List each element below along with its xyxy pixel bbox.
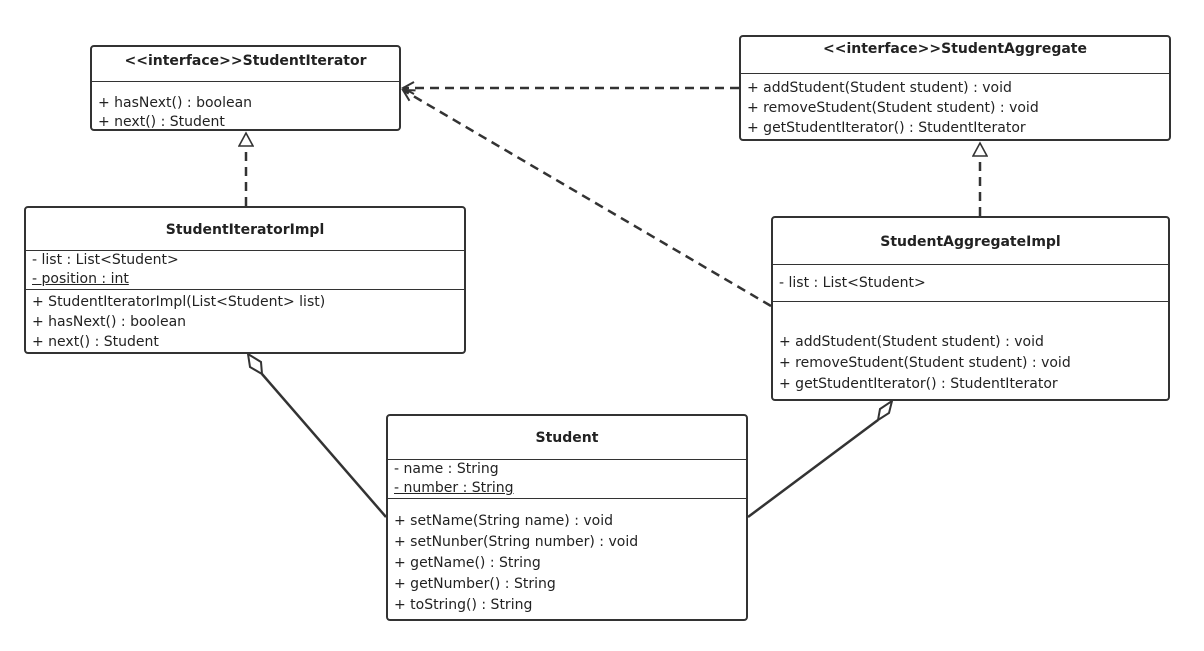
operation: + addStudent(Student student) : void (747, 80, 1012, 96)
operations-section: + addStudent(Student student) : void + r… (773, 301, 1168, 395)
class-name: StudentIteratorImpl (165, 222, 325, 238)
operation: + getStudentIterator() : StudentIterator (747, 120, 1026, 136)
class-name: StudentAggregateImpl (880, 234, 1061, 250)
class-student-aggregate[interactable]: <<interface>>StudentAggregate + addStude… (739, 35, 1171, 141)
operation: + removeStudent(Student student) : void (747, 100, 1039, 116)
class-name: <<interface>>StudentIterator (124, 53, 367, 69)
attributes-section: - list : List<Student> - position : int (26, 250, 464, 289)
operations-section: + setName(String name) : void + setNunbe… (388, 498, 746, 616)
class-name: <<interface>>StudentAggregate (823, 41, 1087, 57)
operation: + getNumber() : String (394, 576, 556, 592)
operation: + getStudentIterator() : StudentIterator (779, 376, 1058, 392)
operation: + setName(String name) : void (394, 513, 613, 529)
operation: + hasNext() : boolean (98, 95, 253, 111)
attribute: - list : List<Student> (779, 275, 926, 291)
attributes-section: - name : String - number : String (388, 459, 746, 498)
class-student-iterator-impl[interactable]: StudentIteratorImpl - list : List<Studen… (24, 206, 466, 354)
operations-section: + addStudent(Student student) : void + r… (741, 73, 1169, 138)
operations-section: + hasNext() : boolean + next() : Student (92, 81, 399, 132)
operation: + hasNext() : boolean (32, 314, 187, 330)
aggregation-diamond-iterator-impl (246, 352, 264, 376)
operation: + removeStudent(Student student) : void (779, 355, 1071, 371)
operations-section: + StudentIteratorImpl(List<Student> list… (26, 289, 464, 352)
attribute: - list : List<Student> (32, 252, 179, 268)
aggregation-aggregate-impl-student (747, 418, 879, 519)
class-student-aggregate-impl[interactable]: StudentAggregateImpl - list : List<Stude… (771, 216, 1170, 401)
class-student[interactable]: Student - name : String - number : Strin… (386, 414, 748, 621)
class-student-iterator[interactable]: <<interface>>StudentIterator + hasNext()… (90, 45, 401, 131)
attribute: - position : int (32, 271, 129, 287)
operation: + setNunber(String number) : void (394, 534, 639, 550)
dependency-aggregate-impl-to-iterator (403, 88, 772, 308)
aggregation-diamond-aggregate-impl (876, 398, 894, 423)
operation: + next() : Student (32, 334, 159, 350)
attribute: - number : String (394, 480, 514, 496)
aggregation-iterator-impl-student (261, 373, 387, 518)
operation: + addStudent(Student student) : void (779, 334, 1044, 350)
class-name: Student (535, 430, 599, 446)
operation: + next() : Student (98, 114, 225, 130)
operation: + StudentIteratorImpl(List<Student> list… (32, 294, 326, 310)
attribute: - name : String (394, 461, 499, 477)
attributes-section: - list : List<Student> (773, 264, 1168, 301)
operation: + getName() : String (394, 555, 541, 571)
operation: + toString() : String (394, 597, 533, 613)
